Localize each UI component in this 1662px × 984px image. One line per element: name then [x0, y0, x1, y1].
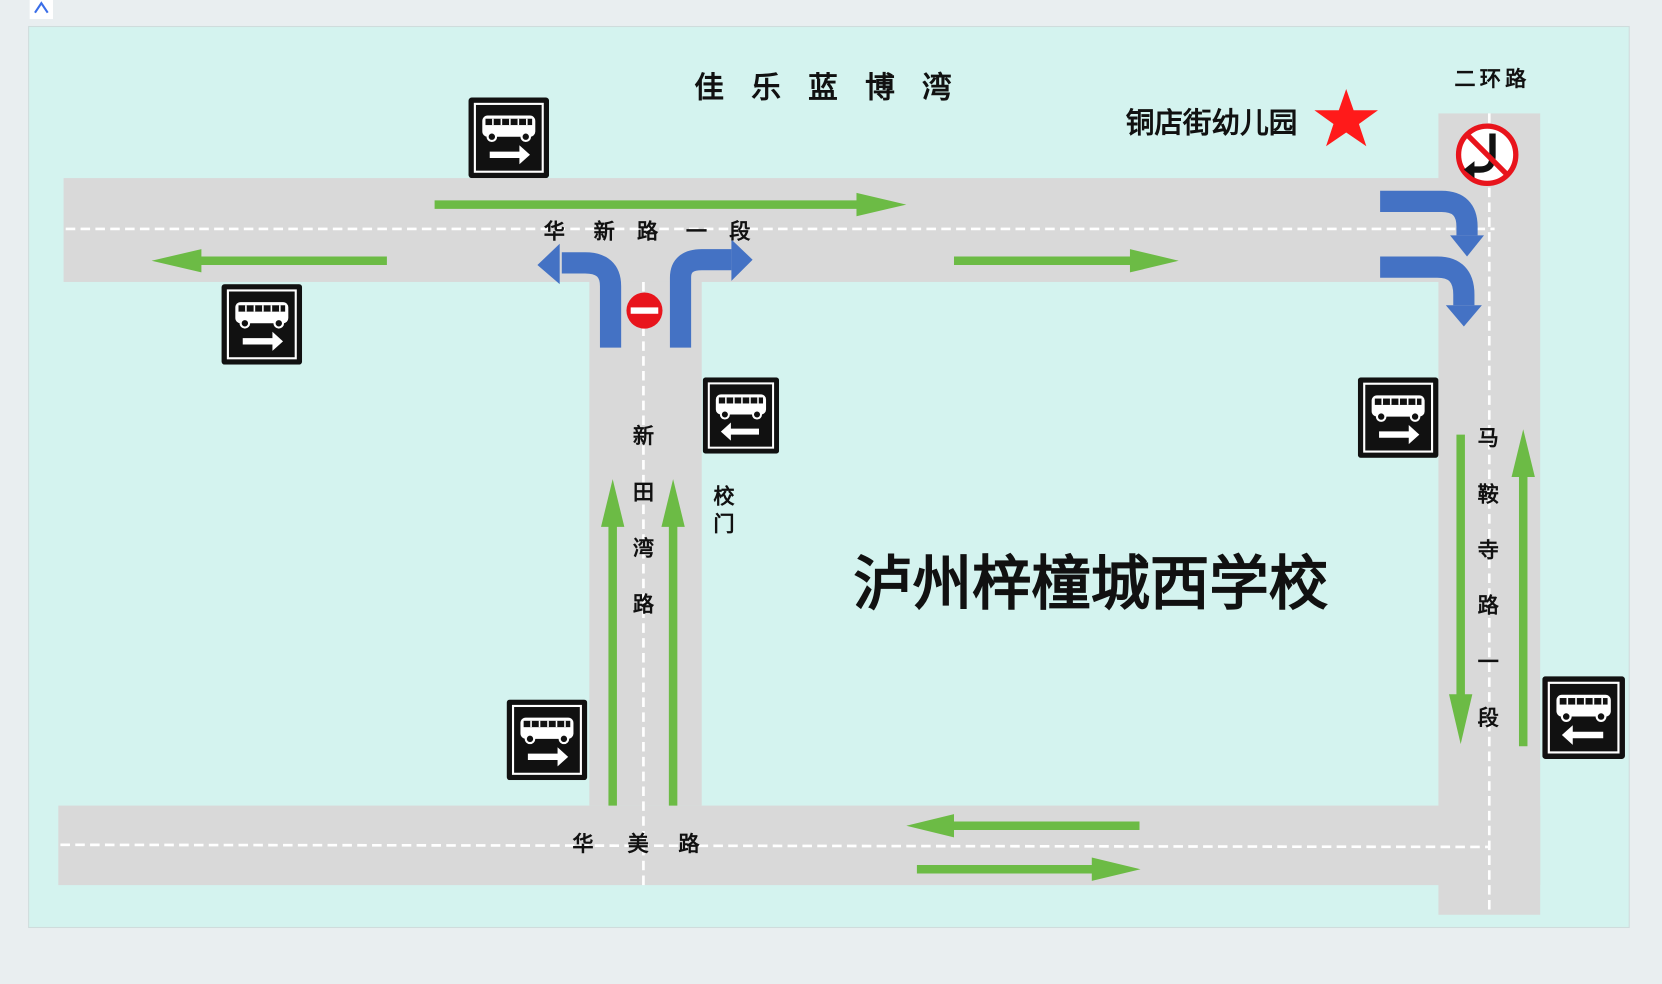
- road-char: 路: [633, 592, 655, 617]
- label-school-gate: 校 门: [713, 483, 735, 536]
- arrow-west: [906, 814, 1140, 838]
- label-maansi-road: 马 鞍 寺 路 一 段: [1478, 425, 1500, 730]
- road-huamei: [58, 805, 1541, 886]
- arrow-south: [1449, 434, 1473, 745]
- star-icon: [1314, 89, 1378, 147]
- label-erhuan-road: 二环路: [1454, 66, 1530, 91]
- road-char: 华: [544, 218, 565, 243]
- road-xintianwan: [589, 281, 702, 806]
- arrowhead: [731, 239, 753, 281]
- map-background: [28, 25, 1630, 929]
- road-char: 美: [628, 831, 650, 856]
- road-char: 段: [729, 218, 751, 243]
- gate-char: 校: [713, 483, 735, 508]
- road-char: 湾: [633, 535, 654, 560]
- road-char: 华: [572, 831, 593, 856]
- arrow-north: [1511, 429, 1535, 747]
- no-entry-icon: [626, 292, 663, 329]
- arrow-east: [434, 192, 907, 217]
- label-huaxin-road: 华 新 路 一 段: [544, 218, 752, 243]
- gate-char: 门: [713, 511, 734, 536]
- road-char: 一: [1478, 649, 1499, 674]
- road-char: 路: [1478, 593, 1500, 618]
- label-kindergarten: 铜店街幼儿园: [1126, 106, 1298, 140]
- road-char: 马: [1478, 425, 1499, 450]
- arrowhead: [1445, 305, 1482, 327]
- road-char: 寺: [1478, 538, 1499, 563]
- right-turn-arrow: [1380, 190, 1478, 236]
- arrowhead: [1450, 235, 1484, 257]
- arrow-east: [916, 857, 1141, 881]
- bus-stop-sign-icon: [702, 377, 780, 454]
- bus-stop-sign-icon: [221, 284, 303, 365]
- green-arrows: [151, 192, 1535, 881]
- road-char: 田: [633, 479, 654, 504]
- label-school: 泸州梓橦城西学校: [853, 549, 1328, 618]
- no-u-turn-icon: [1455, 123, 1519, 187]
- arrow-north: [661, 479, 685, 806]
- bus-stop-sign-icon: [1542, 676, 1625, 759]
- label-jiale-lanbowan: 佳 乐 蓝 博 湾: [694, 70, 960, 105]
- label-xintianwan-road: 新 田 湾 路: [633, 423, 655, 617]
- center-line: [60, 843, 1490, 849]
- road-char: 新: [594, 218, 615, 243]
- roads: [58, 113, 1541, 915]
- arrow-east: [953, 249, 1179, 273]
- arrow-north: [601, 479, 625, 806]
- right-turn-arrow: [669, 249, 732, 348]
- bus-stop-sign-icon: [506, 699, 588, 781]
- road-char: 路: [637, 218, 659, 243]
- road-char: 鞍: [1478, 481, 1499, 506]
- road-char: 路: [678, 831, 700, 856]
- bus-stop-sign-icon: [1357, 377, 1439, 458]
- right-turn-arrow: [1380, 256, 1475, 306]
- road-char: 一: [686, 218, 707, 243]
- left-turn-arrow: [561, 252, 622, 348]
- road-char: 段: [1478, 705, 1500, 730]
- arrow-west: [151, 249, 387, 273]
- road-char: 新: [633, 423, 654, 448]
- app-logo-icon: [29, 0, 53, 20]
- blue-turn-arrows: [561, 190, 1478, 348]
- label-huamei-road: 华 美 路: [572, 831, 700, 856]
- arrowhead: [537, 243, 560, 285]
- bus-stop-sign-icon: [468, 97, 550, 179]
